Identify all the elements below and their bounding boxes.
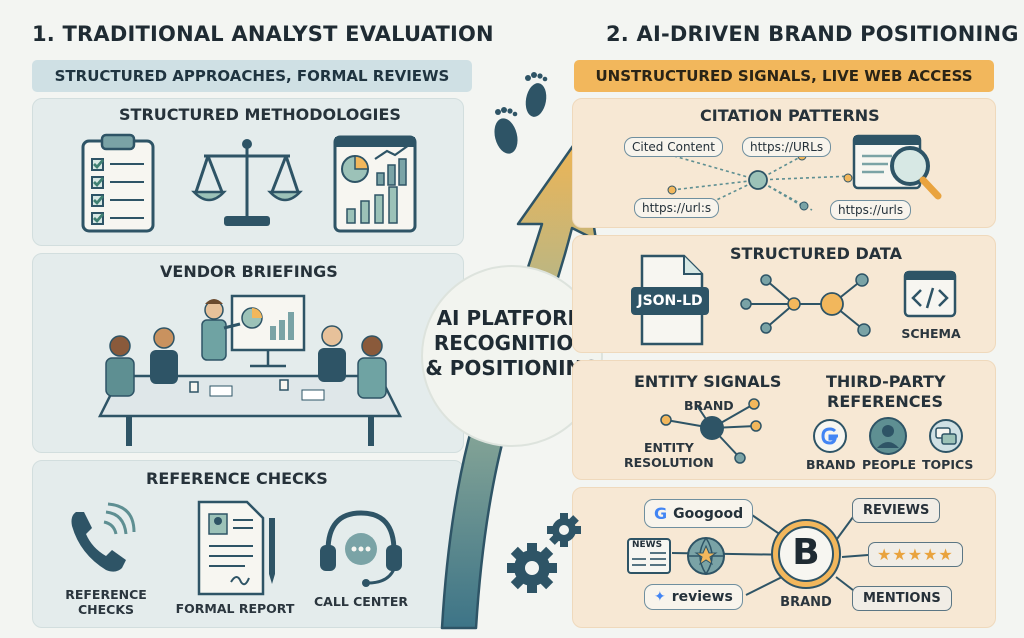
third-party-title: THIRD-PARTY REFERENCES (826, 372, 946, 412)
structured-data-title: STRUCTURED DATA (730, 244, 902, 263)
reference-checks-label: REFERENCE CHECKS (60, 587, 152, 617)
star-rating: ★★★★★ (868, 542, 963, 567)
third-party-topics-label: TOPICS (922, 457, 974, 472)
third-party-title-line2: REFERENCES (827, 392, 943, 411)
urls-pill-3: https://urls (830, 200, 912, 220)
google-result-pill: G Googood (644, 499, 754, 528)
reference-checks-label-line1: REFERENCE (65, 587, 147, 602)
left-banner: STRUCTURED APPROACHES, FORMAL REVIEWS (32, 60, 472, 92)
entity-resolution-line1: ENTITY (643, 440, 694, 455)
entity-brand-label: BRAND (684, 398, 734, 413)
balance-scale-icon (191, 139, 303, 226)
footprints-icon (494, 72, 548, 154)
checklist-icon (81, 133, 155, 233)
right-column-title: 2. AI-DRIVEN BRAND POSITIONING (606, 22, 1019, 46)
analytics-chart-icon (333, 135, 417, 233)
reviews-callout: REVIEWS (852, 498, 941, 523)
right-banner: UNSTRUCTURED SIGNALS, LIVE WEB ACCESS (574, 60, 994, 92)
urls-pill-1: https://URLs (742, 137, 832, 157)
schema-label: SCHEMA (901, 326, 961, 341)
center-label-line3: & POSITIONING (425, 356, 599, 380)
entity-resolution-line2: RESOLUTION (624, 455, 714, 470)
center-label-line2: RECOGNITION (433, 331, 591, 355)
newspaper-icon (627, 538, 671, 574)
citation-patterns-title: CITATION PATTERNS (700, 106, 880, 125)
globe-star-icon (687, 537, 725, 575)
gears-icon (507, 513, 581, 593)
chat-circle-icon (929, 419, 963, 453)
third-party-title-line1: THIRD-PARTY (826, 372, 946, 391)
cited-content-pill: Cited Content (624, 137, 723, 157)
reference-checks-label-line2: CHECKS (77, 602, 135, 617)
person-circle-icon (869, 417, 907, 455)
sparkle-icon: ✦ (654, 589, 666, 605)
vendor-briefings-panel (32, 253, 464, 453)
google-circle-icon (813, 419, 847, 453)
third-party-people-label: PEOPLE (862, 457, 916, 472)
google-g-icon: G (654, 504, 668, 523)
data-graph-icon (740, 273, 871, 337)
entity-signals-panel (572, 360, 996, 480)
entity-resolution-label: ENTITY RESOLUTION (624, 440, 714, 470)
reviews-pill: ✦ reviews (644, 584, 743, 610)
brand-logo-circle (771, 519, 841, 589)
schema-code-icon (903, 270, 957, 318)
center-label-line1: AI PLATFORM (436, 306, 588, 330)
formal-report-label: FORMAL REPORT (175, 601, 295, 616)
citation-network (667, 134, 942, 211)
left-column-title: 1. TRADITIONAL ANALYST EVALUATION (32, 22, 494, 46)
brand-logo-letter: B (792, 532, 820, 573)
news-label: NEWS (632, 540, 663, 550)
vendor-briefings-title: VENDOR BRIEFINGS (160, 262, 338, 281)
headset-icon (320, 510, 402, 587)
phone-icon (71, 502, 136, 572)
meeting-illustration (97, 294, 403, 446)
methodologies-title: STRUCTURED METHODOLOGIES (119, 105, 401, 124)
entity-signals-title: ENTITY SIGNALS (634, 372, 782, 391)
reviews-pill-label: reviews (671, 589, 733, 605)
reference-checks-title: REFERENCE CHECKS (146, 469, 328, 488)
jsonld-label: JSON-LD (631, 287, 709, 315)
formal-report-icon (197, 500, 275, 596)
third-party-brand-label: BRAND (806, 457, 856, 472)
entity-graph-icon (660, 398, 762, 464)
center-label: AI PLATFORM RECOGNITION & POSITIONING (418, 306, 606, 381)
google-result-label: Googood (673, 505, 744, 522)
urls-pill-2: https://url:s (634, 198, 720, 218)
mentions-callout: MENTIONS (852, 586, 952, 611)
brand-hub-label: BRAND (780, 595, 832, 610)
call-center-label: CALL CENTER (314, 594, 408, 609)
center-circle (421, 265, 603, 447)
